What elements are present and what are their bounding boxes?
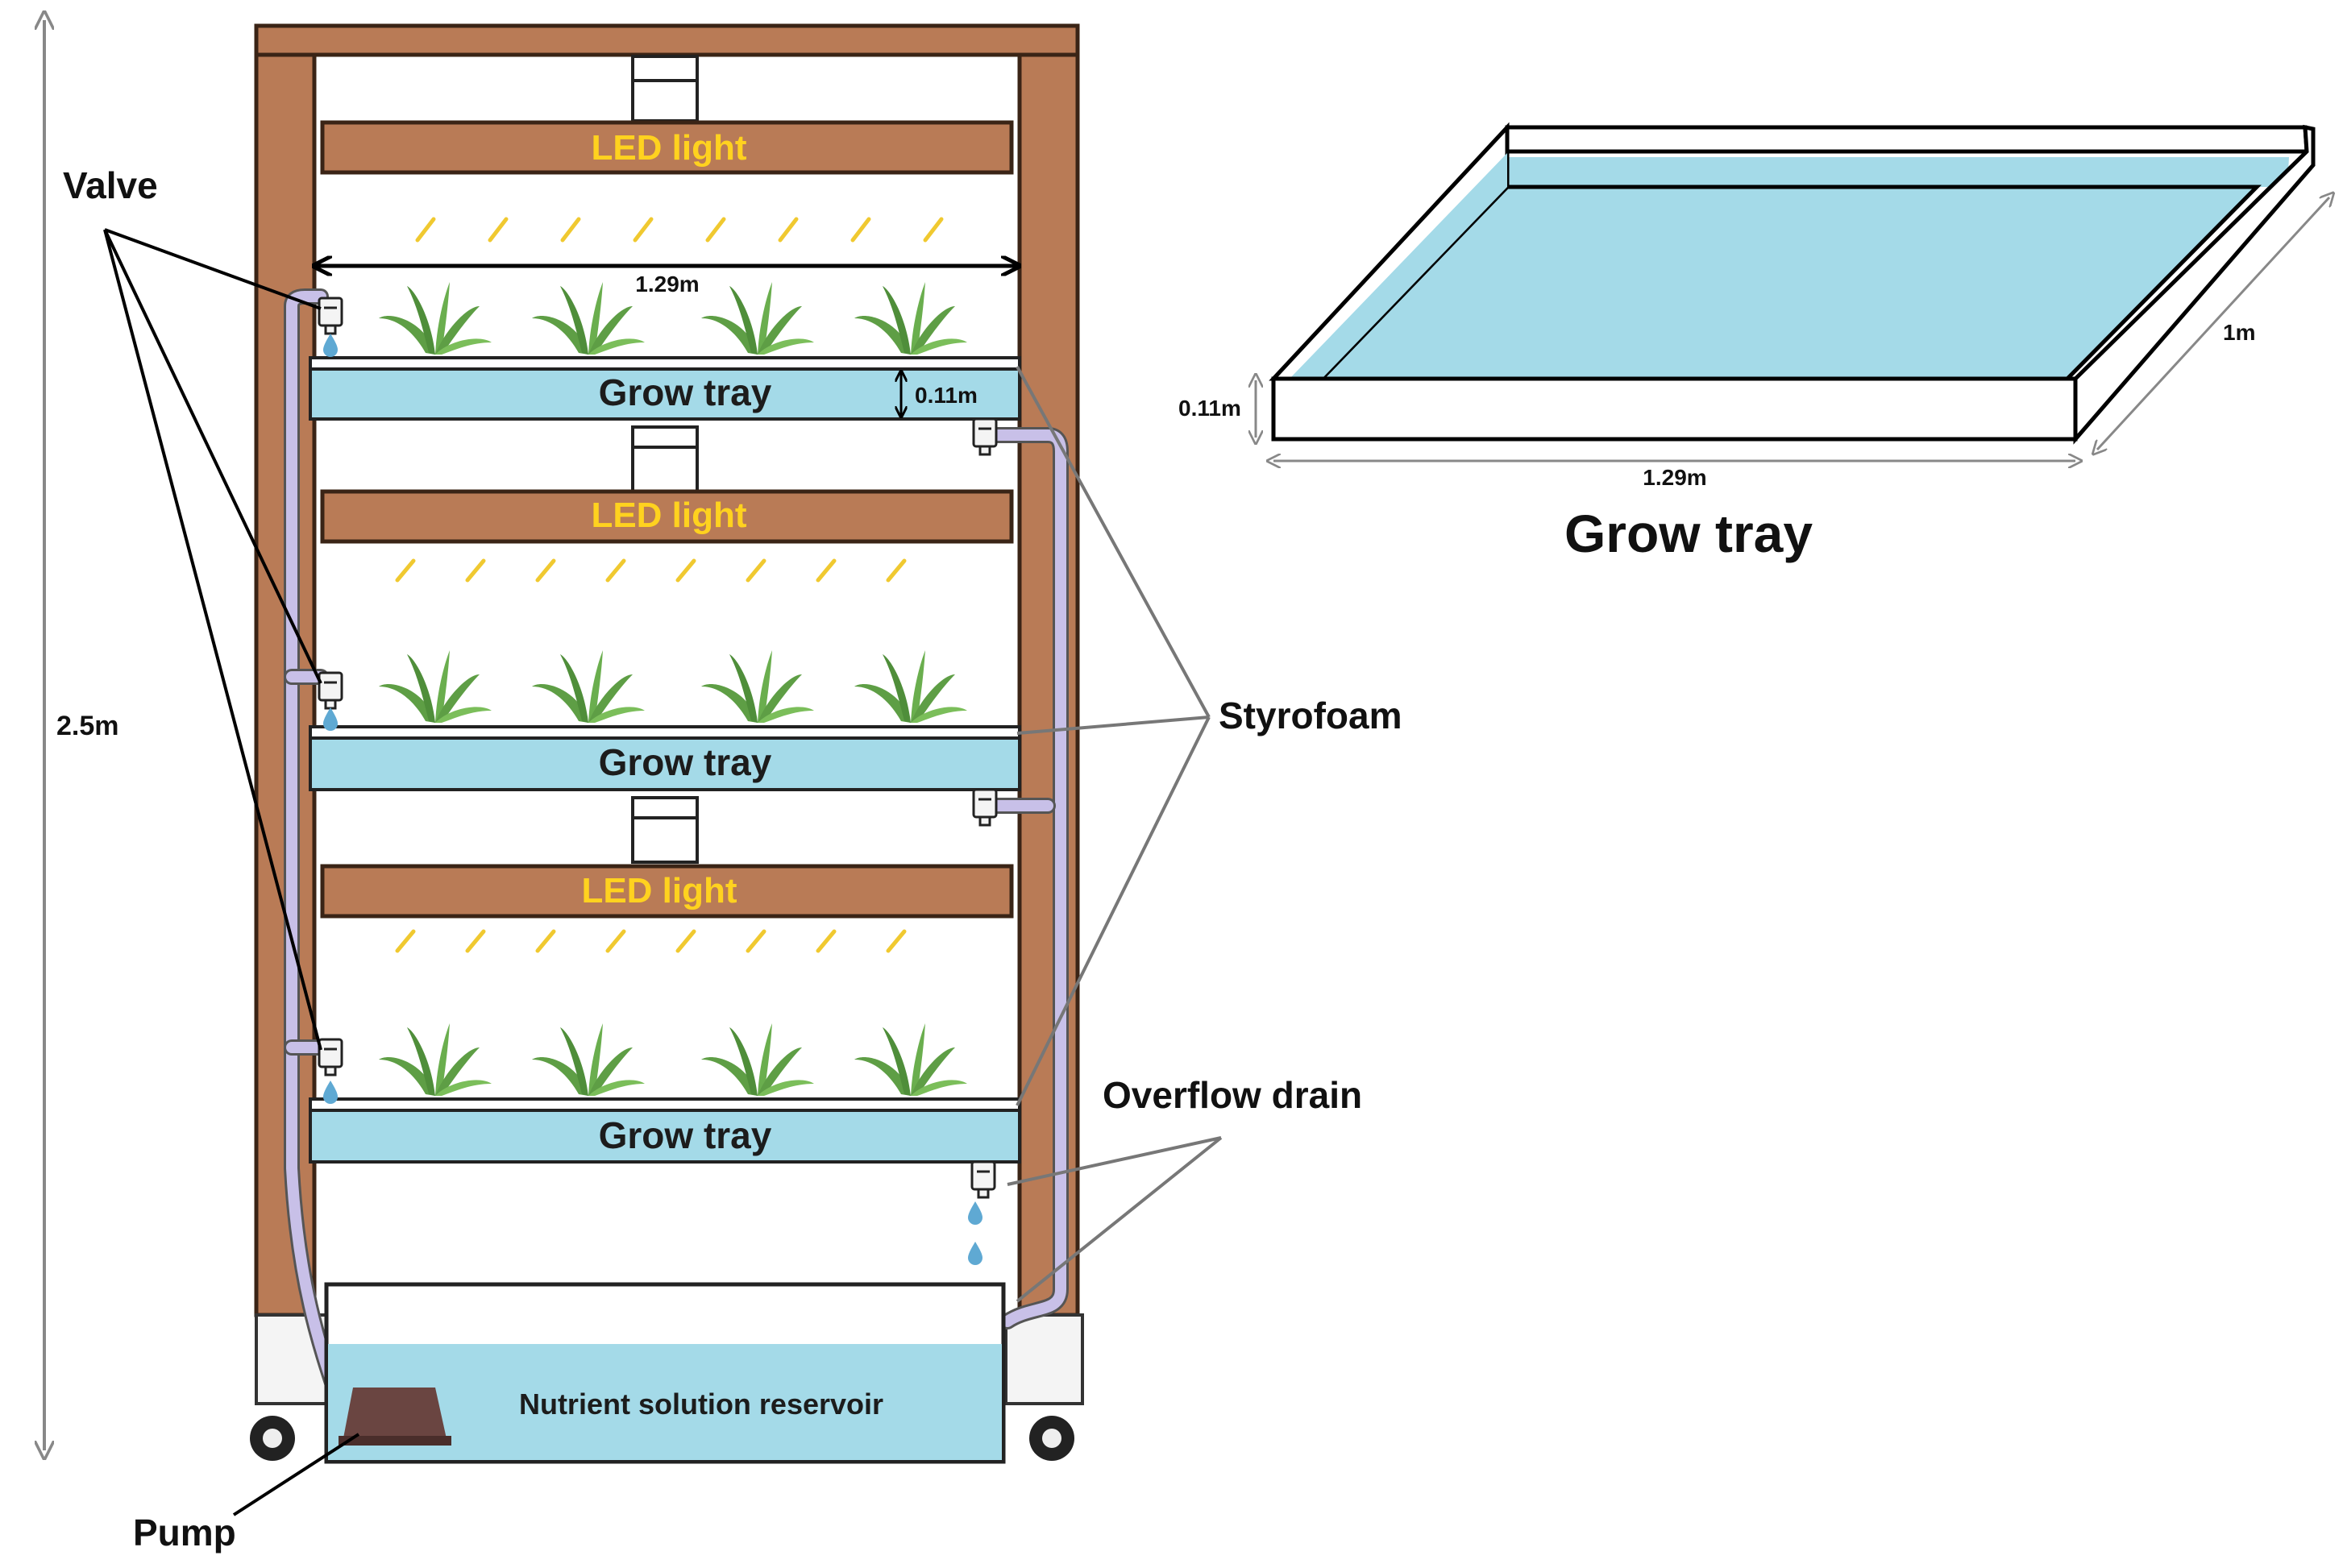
grow-tray-3d: 1.29m 0.11m 1m Grow tray <box>1178 122 2329 563</box>
right-post <box>1017 23 1080 1317</box>
pump-label: Pump <box>133 1512 236 1553</box>
led-light-label: LED light <box>581 871 737 911</box>
styrofoam-label: Styrofoam <box>1219 695 1402 736</box>
rack: LED light LED light LED light 1.29m <box>250 23 1084 1464</box>
tray-3d-width-label: 1m <box>2223 320 2255 345</box>
pump-base <box>339 1436 451 1446</box>
top-beam <box>254 23 1080 57</box>
right-foot <box>1004 1313 1084 1405</box>
grow-tray: Grow tray <box>309 356 1021 421</box>
grow-tray: Grow tray <box>309 725 1021 791</box>
supply-pipe <box>284 288 351 1422</box>
led-light-label: LED light <box>591 128 746 168</box>
width-dimension: 1.29m <box>316 266 1017 297</box>
led-light: LED light <box>320 489 1014 544</box>
overflow-drain-callout: Overflow drain <box>1007 1074 1362 1303</box>
grow-tray-label: Grow tray <box>599 371 772 413</box>
valve-callout: Valve <box>63 164 322 1051</box>
valve-label: Valve <box>63 164 158 206</box>
styrofoam-callout: Styrofoam <box>1016 366 1402 1106</box>
grow-tray-label: Grow tray <box>599 1114 772 1156</box>
tray-depth-dimension: 0.11m <box>901 372 978 416</box>
grow-tray: Grow tray <box>309 1097 1021 1164</box>
reservoir-label: Nutrient solution reservoir <box>519 1388 883 1421</box>
grow-tray-label: Grow tray <box>599 741 772 783</box>
tray-depth-label: 0.11m <box>915 383 978 408</box>
grow-tray-3d-title: Grow tray <box>1564 504 1813 563</box>
height-label: 2.5m <box>56 711 119 741</box>
width-label: 1.29m <box>635 272 699 297</box>
pump-callout: Pump <box>133 1433 360 1553</box>
pump-icon <box>343 1388 447 1442</box>
tray-3d-depth-label: 0.11m <box>1178 396 1241 421</box>
led-light: LED light <box>320 120 1014 175</box>
tray-3d-length-label: 1.29m <box>1643 465 1706 490</box>
height-dimension: 2.5m <box>44 20 119 1450</box>
overflow-drain-label: Overflow drain <box>1103 1074 1362 1116</box>
wheel-icon <box>250 1416 1074 1461</box>
light-rays <box>395 217 944 953</box>
led-light-label: LED light <box>591 496 746 535</box>
led-light: LED light <box>320 864 1014 919</box>
